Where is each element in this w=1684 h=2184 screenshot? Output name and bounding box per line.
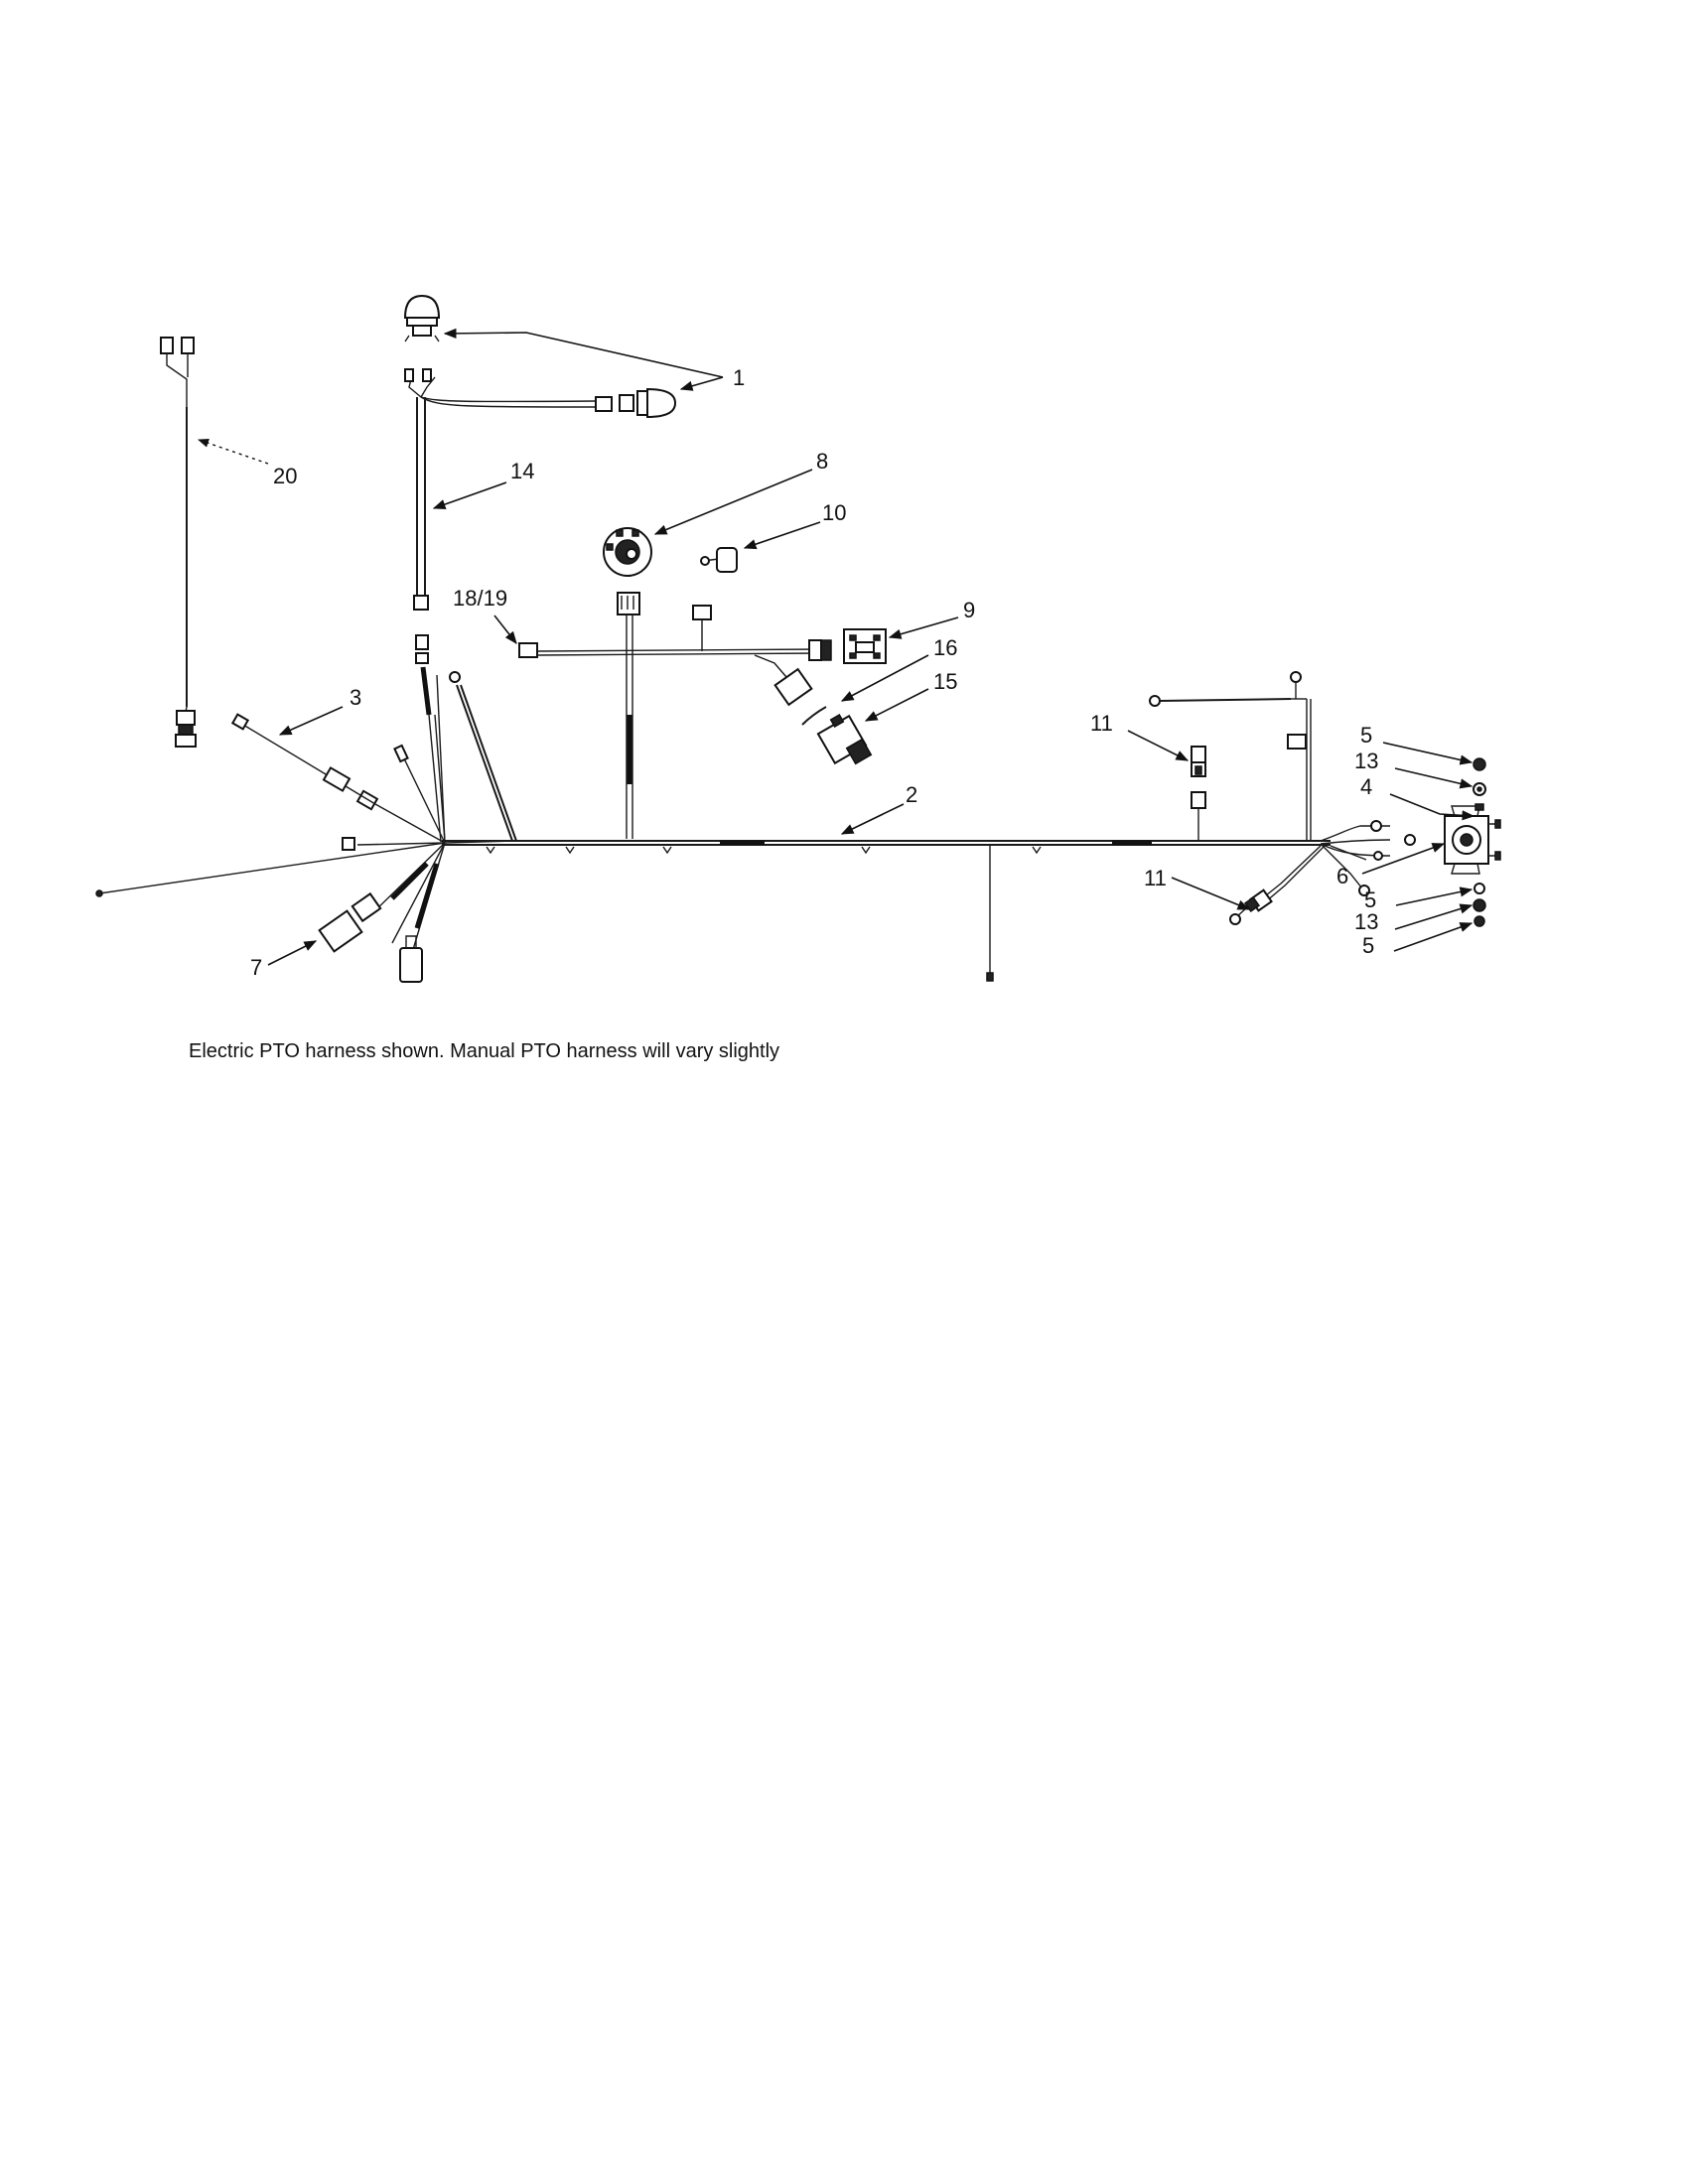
callout-labels: 1 20 14 8 10 18/19 9 16 15 3 2 7 11 11 5… [250,365,1378,980]
callout-13-bottom: 13 [1354,909,1378,934]
ignition-key [700,547,738,573]
callout-15: 15 [933,669,957,694]
callout-6: 6 [1336,864,1348,888]
ignition-switch [603,527,652,577]
callout-16: 16 [933,635,957,660]
part-20-harness [160,337,197,748]
headlight-harness [404,368,634,843]
part-3-connector [230,713,376,805]
callout-5-top: 5 [1360,723,1372,748]
callout-20: 20 [273,464,297,488]
starter-solenoid [1444,805,1501,875]
callout-1: 1 [733,365,745,390]
callout-5-middle: 5 [1364,887,1376,912]
right-junction-branches [1255,820,1416,908]
headlight-bulb-upper [403,294,441,342]
part-7-relay [318,862,440,983]
callout-10: 10 [822,500,846,525]
callout-2: 2 [906,782,917,807]
callout-3: 3 [350,685,361,710]
hardware-nuts-washers [1473,757,1486,927]
pto-switch [843,628,887,664]
diagram-caption: Electric PTO harness shown. Manual PTO h… [189,1040,780,1062]
main-harness [442,840,1331,982]
headlight-bulb-right [636,387,677,419]
callout-14: 14 [510,459,534,483]
callout-11-upper: 11 [1090,711,1113,736]
switch-15 [816,714,873,765]
callout-4: 4 [1360,774,1372,799]
callout-8: 8 [816,449,828,474]
seat-switch-lower [1229,888,1273,925]
ground-lead [449,671,517,842]
callout-18-19: 18/19 [453,586,507,611]
callout-13-top: 13 [1354,749,1378,773]
seat-switch-upper [1191,746,1206,841]
dash-harness [518,592,832,839]
switch-clip [801,706,827,726]
leader-lines [197,328,1475,966]
callout-5-bottom: 5 [1362,933,1374,958]
callout-11-lower: 11 [1144,866,1167,890]
callout-7: 7 [250,955,262,980]
left-junction-branches [95,674,517,954]
callout-9: 9 [963,598,975,622]
battery-lead [1149,671,1312,841]
